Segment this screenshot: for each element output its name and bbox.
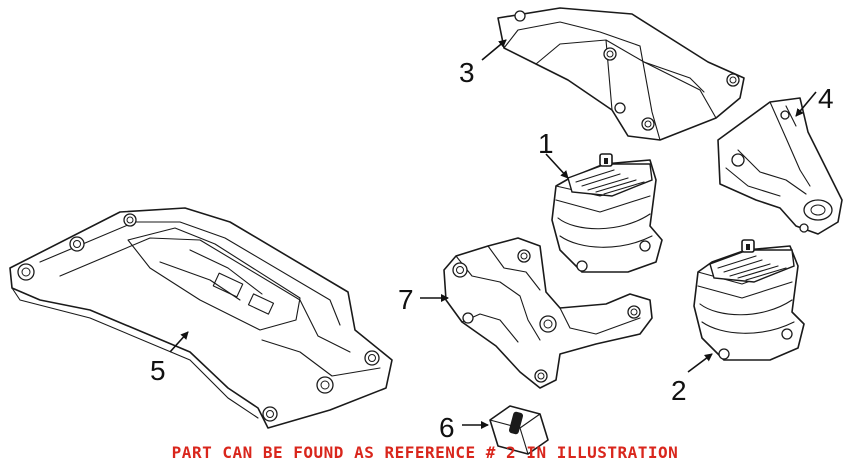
- part-2-engine-mount: [693, 239, 805, 361]
- part-5-crossmember: [9, 207, 393, 429]
- callout-4: 4: [818, 83, 834, 114]
- reference-note: PART CAN BE FOUND AS REFERENCE # 2 IN IL…: [171, 443, 679, 462]
- part-7-bracket: [443, 237, 653, 389]
- callout-5: 5: [150, 355, 166, 386]
- callout-7: 7: [398, 284, 414, 315]
- part-6-rubber-block: [489, 405, 549, 455]
- part-1-engine-mount: [551, 153, 663, 273]
- part-4-bracket: [717, 97, 843, 235]
- leader-lines: [169, 39, 817, 429]
- callout-1: 1: [538, 128, 554, 159]
- callout-6: 6: [439, 412, 455, 443]
- callout-3: 3: [459, 57, 475, 88]
- callout-2: 2: [671, 375, 687, 406]
- part-3-bracket: [497, 7, 745, 141]
